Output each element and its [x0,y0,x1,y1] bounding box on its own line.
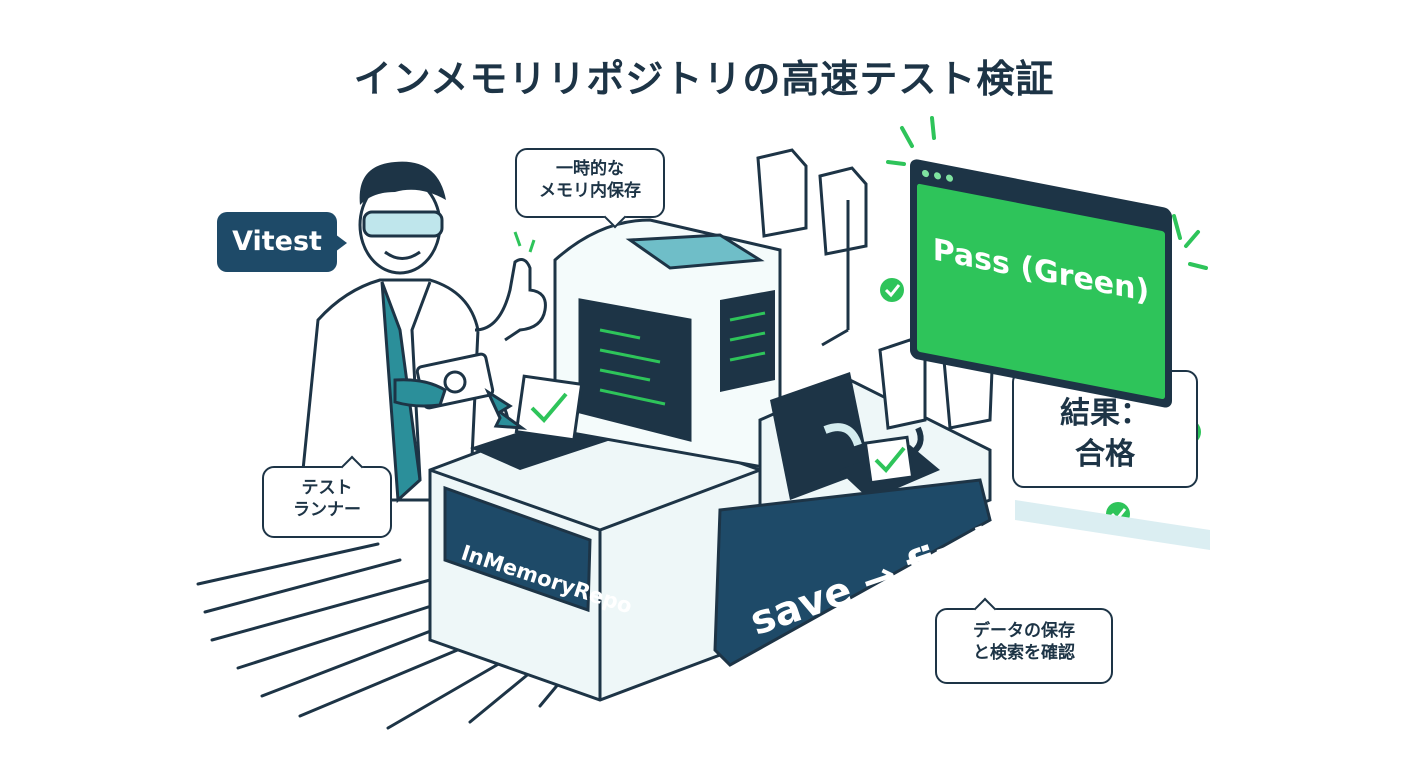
result-line2: 合格 [1075,436,1135,472]
save-find-panel [713,478,992,667]
vitest-badge: Vitest [217,212,347,272]
runner-line2: ランナー [293,500,361,521]
goggles-icon [362,210,444,238]
arrow-icon [484,387,924,457]
page-title: インメモリリポジトリの高速テスト検証 [353,57,1055,101]
shadow [1015,500,1210,550]
confirm-bubble: データの保存 と検索を確認 [935,608,1113,684]
main-screen [578,298,692,442]
scientist-icon [298,161,547,504]
confirm-line2: と検索を確認 [973,643,1075,664]
memory-line2: メモリ内保存 [539,181,641,202]
test-runner-bubble: テスト ランナー [262,466,392,538]
memory-bubble: 一時的な メモリ内保存 [515,148,665,218]
repository-machine [428,218,992,702]
gear-icon [443,370,467,394]
confirm-line1: データの保存 [973,621,1075,641]
runner-line1: テスト [301,478,353,498]
code-icon [818,166,868,256]
check-icon [874,446,906,473]
memory-line1: 一時的な [556,159,624,179]
repo-panel [443,485,592,613]
check-icon [530,392,568,423]
thumbs-up-icon [474,258,547,342]
sparkles [886,116,1208,270]
speed-lines [196,542,582,730]
